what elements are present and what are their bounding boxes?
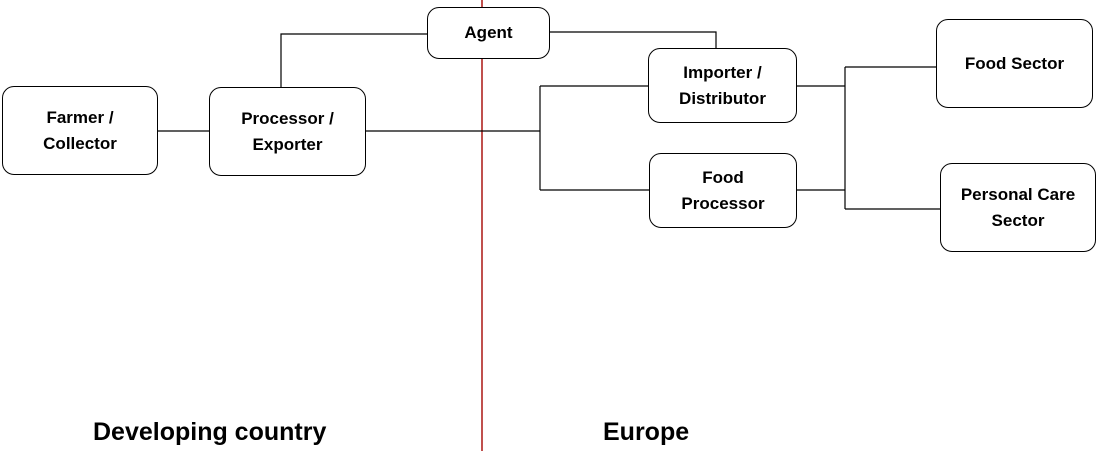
connector-agent-importer [549,31,717,48]
node-processor-exporter: Processor / Exporter [209,87,366,176]
node-importer-distributor: Importer / Distributor [648,48,797,123]
node-food-sector: Food Sector [936,19,1093,108]
node-personal-care-sector: Personal Care Sector [940,163,1096,252]
node-farmer-collector: Farmer / Collector [2,86,158,175]
region-label-developing-country: Developing country [93,418,327,446]
node-food-processor: Food Processor [649,153,797,228]
node-agent: Agent [427,7,550,59]
connector-processor-agent [280,33,428,88]
region-label-europe: Europe [603,418,690,446]
